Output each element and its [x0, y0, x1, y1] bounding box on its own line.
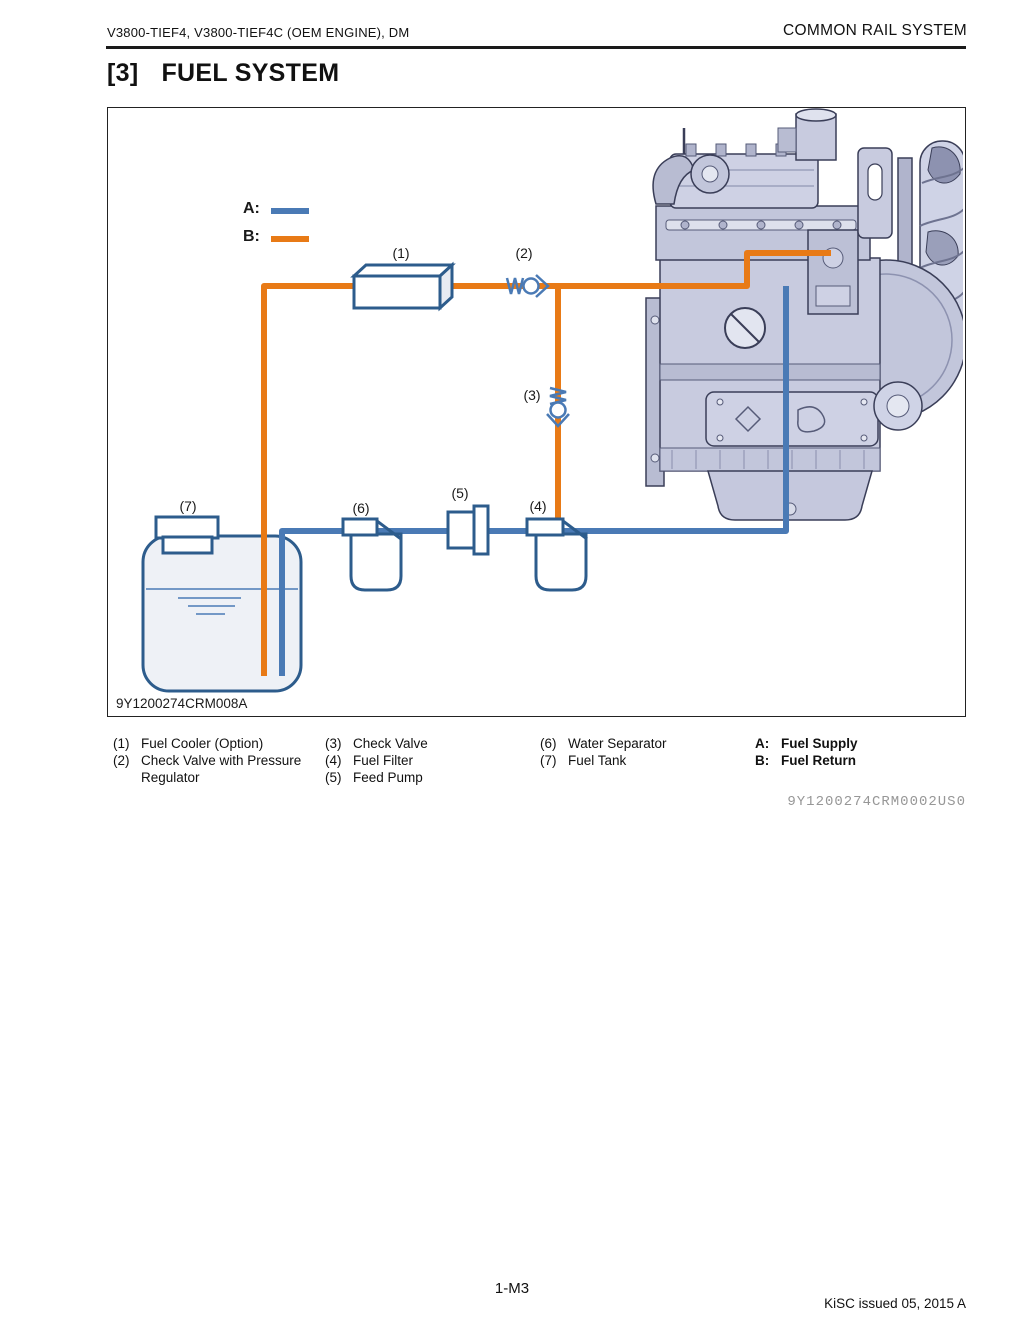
legend-return-swatch — [271, 236, 309, 242]
flow-name: Fuel Return — [781, 753, 857, 768]
diagram-caption: 9Y1200274CRM008A — [116, 696, 248, 711]
fuel-cooler — [350, 261, 456, 312]
flow-letter: B: — [755, 753, 770, 768]
water-separator — [341, 517, 403, 592]
part-label-3: (3) — [523, 387, 541, 403]
part-name: Feed Pump — [353, 770, 423, 785]
part-name: Check Valve — [353, 736, 428, 751]
fuel-level-ripples — [178, 597, 241, 615]
fuel-tank — [141, 534, 303, 693]
part-number: (4) — [325, 753, 342, 768]
legend-a-label: A: — [243, 200, 260, 217]
part-name: Fuel Filter — [353, 753, 414, 768]
fuel-tank-cap — [154, 515, 220, 555]
list-item: (4) Fuel Filter — [325, 752, 428, 769]
legend-supply-swatch — [271, 208, 309, 214]
parts-column-2: (3) Check Valve (4) Fuel Filter (5) Feed… — [325, 735, 428, 786]
diagram-frame: A: B: (1) (2) (3) (4) (5) (6) (7) 9Y1200… — [107, 107, 966, 717]
engine-illustration — [645, 108, 963, 521]
parts-column-4: A: Fuel Supply B: Fuel Return — [755, 735, 858, 769]
part-number: (5) — [325, 770, 342, 785]
part-label-4: (4) — [529, 498, 547, 514]
page-title-text: FUEL SYSTEM — [161, 59, 340, 87]
list-item: B: Fuel Return — [755, 752, 858, 769]
part-label-6: (6) — [352, 500, 370, 516]
header-rule — [106, 46, 966, 49]
part-number: (2) — [113, 753, 130, 768]
part-name: Fuel Cooler (Option) — [141, 736, 264, 751]
return-pipe — [261, 250, 831, 676]
part-number: (7) — [540, 753, 557, 768]
part-number: (6) — [540, 736, 557, 751]
check-valve-2-icon — [505, 274, 550, 298]
fuel-system-diagram — [141, 108, 963, 693]
list-item: (5) Feed Pump — [325, 769, 428, 786]
flow-name: Fuel Supply — [781, 736, 858, 751]
list-item: A: Fuel Supply — [755, 735, 858, 752]
page-title-index: [3] — [107, 59, 139, 87]
list-item: (2) Check Valve with Pressure Regulator — [113, 752, 313, 786]
list-item: (3) Check Valve — [325, 735, 428, 752]
part-number: (3) — [325, 736, 342, 751]
fuel-filter — [525, 517, 588, 592]
part-name: Fuel Tank — [568, 753, 627, 768]
header-model-text: V3800-TIEF4, V3800-TIEF4C (OEM ENGINE), … — [107, 25, 410, 40]
part-name: Check Valve with Pressure Regulator — [141, 753, 302, 785]
flow-letter: A: — [755, 736, 770, 751]
feed-pump — [446, 504, 490, 556]
part-label-5: (5) — [451, 485, 469, 501]
part-number: (1) — [113, 736, 130, 751]
list-item: (1) Fuel Cooler (Option) — [113, 735, 313, 752]
legend-b-label: B: — [243, 228, 260, 245]
part-name: Water Separator — [568, 736, 667, 751]
parts-column-1: (1) Fuel Cooler (Option) (2) Check Valve… — [113, 735, 313, 786]
part-label-2: (2) — [515, 245, 533, 261]
parts-column-3: (6) Water Separator (7) Fuel Tank — [540, 735, 667, 769]
part-label-1: (1) — [392, 245, 410, 261]
check-valve-3-icon — [546, 386, 570, 428]
page-title: [3] FUEL SYSTEM — [107, 59, 339, 88]
list-item: (6) Water Separator — [540, 735, 667, 752]
list-item: (7) Fuel Tank — [540, 752, 667, 769]
header-section-text: COMMON RAIL SYSTEM — [783, 22, 967, 39]
part-label-7: (7) — [179, 498, 197, 514]
page-number: 1-M3 — [494, 1280, 530, 1297]
issue-note: KiSC issued 05, 2015 A — [824, 1296, 966, 1311]
figure-code: 9Y1200274CRM0002US0 — [787, 794, 966, 810]
